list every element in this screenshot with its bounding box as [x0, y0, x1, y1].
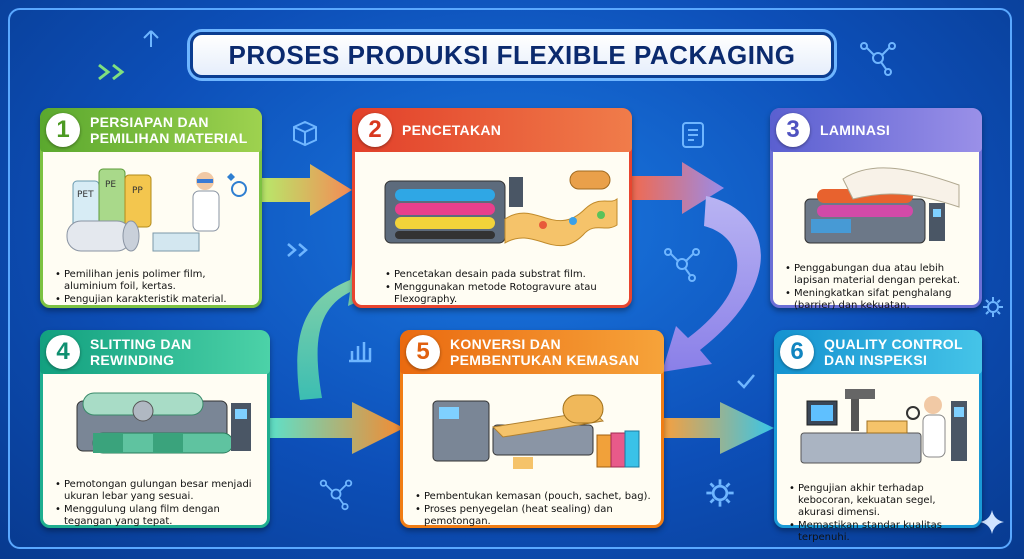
bullet-item: Pemotongan gulungan besar menjadi ukuran…	[55, 479, 259, 503]
step-title-3: LAMINASI	[820, 122, 891, 138]
gear-icon	[983, 297, 1003, 317]
outer-frame	[8, 8, 1012, 549]
step-bullets-1: Pemilihan jenis polimer film, aluminium …	[55, 269, 251, 307]
bullet-item: Pengujian akhir terhadap kebocoran, keku…	[789, 483, 971, 519]
step-number-2: 2	[358, 113, 392, 147]
arrow-step3-to-step5	[662, 196, 761, 372]
bullet-item: Menggulung ulang film dengan tegangan ya…	[55, 504, 259, 528]
step-bullets-3: Penggabungan dua atau lebih lapisan mate…	[785, 263, 971, 313]
step-header-3: 3 LAMINASI	[770, 108, 982, 152]
title-banner: PROSES PRODUKSI FLEXIBLE PACKAGING	[190, 32, 834, 78]
bullet-item: Penggabungan dua atau lebih lapisan mate…	[785, 263, 971, 287]
arrow-step5-to-step6	[664, 402, 774, 454]
svg-text:PE: PE	[105, 180, 116, 190]
bar-chart-icon	[349, 342, 372, 363]
step-bullets-2: Pencetakan desain pada substrat film. Me…	[385, 269, 621, 307]
checkmark-icon	[737, 374, 755, 389]
bullet-item: Proses penyegelan (heat sealing) dan pem…	[415, 504, 653, 528]
svg-text:PP: PP	[132, 186, 143, 196]
slitting-machine-illustration	[76, 392, 251, 454]
chevrons-right-icon-2	[287, 243, 308, 257]
arrow-step2-to-step3	[632, 162, 724, 214]
bullet-item: Meningkatkan sifat penghalang (barrier) …	[785, 288, 971, 312]
step-number-6: 6	[780, 335, 814, 369]
bullet-item: Memastikan standar kualitas terpenuhi.	[789, 520, 971, 544]
step-bullets-5: Pembentukan kemasan (pouch, sachet, bag)…	[415, 491, 653, 529]
bullet-item: Pemilihan jenis polimer film, aluminium …	[55, 269, 251, 293]
quality-inspection-illustration	[800, 389, 967, 464]
arrow-step1-to-step2	[262, 164, 352, 216]
box-icon	[293, 120, 317, 147]
chevrons-right-icon	[98, 63, 125, 81]
step-number-3: 3	[776, 113, 810, 147]
printing-press-illustration	[384, 170, 618, 247]
arrow-up-icon	[143, 30, 159, 47]
step-card-2: 2 PENCETAKAN Pencetakan desain pada subs…	[352, 108, 632, 308]
document-icon	[682, 122, 704, 148]
bullet-item: Pembentukan kemasan (pouch, sachet, bag)…	[415, 491, 653, 503]
step-bullets-6: Pengujian akhir terhadap kebocoran, keku…	[789, 483, 971, 545]
step-header-2: 2 PENCETAKAN	[352, 108, 632, 152]
step-number-1: 1	[46, 113, 80, 147]
step-card-3: 3 LAMINASI Penggabungan dua atau lebih l…	[770, 108, 982, 311]
step-number-4: 4	[46, 335, 80, 369]
step-title-2: PENCETAKAN	[402, 122, 502, 138]
step-number-5: 5	[406, 335, 440, 369]
svg-text:PET: PET	[77, 190, 94, 200]
material-rolls-illustration: PET PE PP	[66, 168, 247, 252]
network-icon-3	[319, 479, 353, 511]
sparkle-icon	[980, 510, 1004, 534]
step-bullets-4: Pemotongan gulungan besar menjadi ukuran…	[55, 479, 259, 529]
bullet-item: Menggunakan metode Rotogravure atau Flex…	[385, 282, 621, 306]
bullet-item: Pengujian karakteristik material.	[55, 294, 251, 306]
conversion-machine-illustration	[432, 394, 640, 469]
arrow-step4-to-step5	[270, 402, 404, 454]
bullet-item: Pencetakan desain pada substrat film.	[385, 269, 621, 281]
network-icon	[860, 42, 896, 76]
page-title: PROSES PRODUKSI FLEXIBLE PACKAGING	[228, 39, 796, 70]
network-icon-2	[664, 248, 700, 282]
gear-icon-2	[706, 479, 734, 507]
lamination-machine-illustration	[804, 167, 960, 244]
